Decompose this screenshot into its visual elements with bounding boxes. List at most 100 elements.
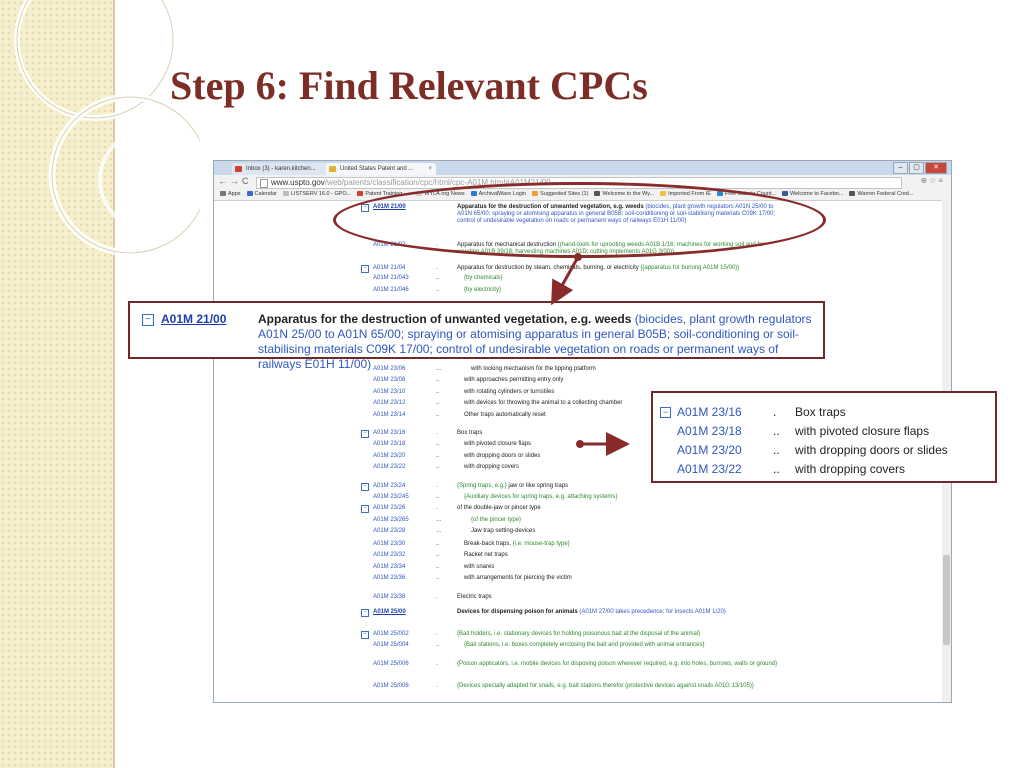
tab-inbox[interactable]: Inbox (3) - karen.kitchen... × [232,163,338,175]
stripe-border [113,0,115,768]
highlight-ellipse [333,182,826,258]
cpc-code-link[interactable]: A01M 21/046 [373,287,409,293]
cpc-title: with snares [464,564,495,570]
callout-dots: . [773,405,777,419]
cpc-note: {by chemicals} [464,275,503,281]
cpc-code-link[interactable]: A01M 23/30 [373,541,406,547]
cpc-code-link[interactable]: A01M 23/34 [373,564,406,570]
scrollbar-thumb[interactable] [943,555,950,645]
cpc-description: with snares [464,564,794,571]
cpc-level-dots: .. [436,575,440,581]
collapse-icon[interactable]: − [361,505,369,513]
bookmark-icon [220,191,226,197]
cpc-code-link[interactable]: A01M 23/16 [373,430,406,436]
menu-icon[interactable]: ≡ [938,176,945,185]
cpc-title: Racket net traps [464,552,508,558]
uspto-icon [329,166,336,172]
cpc-level-dots: . [436,483,438,489]
cpc-level-dots: . [436,683,438,689]
cpc-code-link[interactable]: A01M 23/08 [373,377,406,383]
cpc-title: Break-back traps, [464,541,512,547]
cpc-level-dots: .. [436,400,440,406]
star-icon[interactable]: ☆ [929,176,939,185]
close-window-button[interactable]: ✕ [925,162,947,174]
cpc-title: jaw or like spring traps [508,483,569,489]
zoom-icon[interactable]: ⊕ [920,176,930,185]
back-icon[interactable]: ← [218,176,230,186]
cpc-code-link[interactable]: A01M 25/00 [373,609,406,615]
minimize-button[interactable]: – [893,162,908,174]
cpc-title: with rotating cylinders or turnstiles [464,389,555,395]
cpc-code-link[interactable]: A01M 23/14 [373,412,406,418]
maximize-button[interactable]: ▢ [909,162,924,174]
cpc-description: {Poison applicators, i.e. mobile devices… [457,661,787,668]
cpc-code-link[interactable]: A01M 21/043 [373,275,409,281]
cpc-code-link[interactable]: A01M 25/008 [373,683,409,689]
bookmark-item[interactable]: Patent Training -... [357,189,410,200]
cpc-level-dots: .. [436,541,440,547]
bookmark-item[interactable]: Warren Federal Cred... [849,189,913,200]
cpc-code-link[interactable]: A01M 23/36 [373,575,406,581]
cpc-level-dots: .. [436,552,440,558]
bookmark-label: LISTSERV 16.0 - GPO... [290,191,352,197]
cpc-code-link[interactable]: A01M 23/32 [373,552,406,558]
cpc-code-link[interactable]: A01M 23/245 [373,494,409,500]
page-icon [260,179,268,188]
cpc-level-dots: .. [436,389,440,395]
cpc-code-link[interactable]: A01M 23/22 [373,464,406,470]
cpc-code-link[interactable]: A01M 23/26 [373,505,406,511]
cpc-code-link[interactable]: A01M 21/04 [373,265,406,271]
callout-row: −A01M 23/16.Box traps [653,405,995,423]
cpc-code-link[interactable]: A01M 23/12 [373,400,406,406]
cpc-code-link[interactable]: A01M 23/265 [373,517,409,523]
cpc-code-link[interactable]: A01M 25/004 [373,642,409,648]
cpc-note: {(apparatus for burning A01M 15/00)} [640,265,740,271]
cpc-code-link[interactable]: A01M 23/18 [373,441,406,447]
close-icon[interactable]: × [428,166,432,172]
cpc-description: {Auxiliary devices for spring traps, e.g… [464,494,794,501]
cpc-description: {Bait stations, i.e. boxes completely en… [464,642,794,649]
cpc-level-dots: . [436,594,438,600]
callout-row: A01M 23/20..with dropping doors or slide… [653,443,995,461]
forward-icon[interactable]: → [230,176,242,186]
gmail-icon [235,166,242,172]
callout-title: Apparatus for the destruction of unwante… [258,312,632,326]
collapse-icon[interactable]: − [361,430,369,438]
cpc-description: Apparatus for destruction by steam, chem… [457,265,787,272]
cpc-description: with devices for throwing the animal to … [464,400,794,407]
cpc-level-dots: .. [436,453,440,459]
bookmark-item[interactable]: Welcome to Facebo... [782,189,843,200]
collapse-icon[interactable]: − [361,631,369,639]
collapse-icon[interactable]: − [361,483,369,491]
cpc-code-link[interactable]: A01M 25/006 [373,661,409,667]
bookmark-label: Calendar [254,191,277,197]
cpc-description: {Spring traps, e.g.} jaw or like spring … [457,483,787,490]
cpc-code-link[interactable]: A01M 23/28 [373,528,406,534]
cpc-code-link[interactable]: A01M 23/20 [373,453,406,459]
cpc-title: with arrangements for piercing the victi… [464,575,572,581]
decorative-circles [14,0,200,257]
bookmark-item[interactable]: LISTSERV 16.0 - GPO... [282,189,352,200]
bookmark-item[interactable]: Calendar [246,189,277,200]
cpc-code-link[interactable]: A01M 23/24 [373,483,406,489]
collapse-icon: − [142,314,154,326]
reload-icon[interactable]: C [242,176,252,186]
cpc-code-link[interactable]: A01M 23/10 [373,389,406,395]
cpc-code-link[interactable]: A01M 23/06 [373,366,406,372]
cpc-code-link[interactable]: A01M 21/02 [373,242,406,248]
callout-dots: .. [773,424,780,438]
cpc-level-dots: ... [436,366,442,372]
callout-code: A01M 23/18 [677,424,742,438]
cpc-code-link[interactable]: A01M 25/002 [373,631,409,637]
collapse-icon[interactable]: − [361,265,369,273]
cpc-description: Devices for dispensing poison for animal… [457,609,787,616]
collapse-icon[interactable]: − [361,609,369,617]
cpc-level-dots: .. [436,642,440,648]
cpc-note: {Poison applicators, i.e. mobile devices… [457,661,778,667]
bookmark-item[interactable]: Apps [220,189,241,200]
cpc-description: Jaw trap setting-devices [471,528,801,535]
tab-uspto[interactable]: United States Patent and ... × [326,163,436,175]
cpc-note: {Devices specially adapted for snails, e… [457,683,754,689]
cpc-code-link[interactable]: A01M 23/38 [373,594,406,600]
tab-label: United States Patent and ... [340,166,414,172]
